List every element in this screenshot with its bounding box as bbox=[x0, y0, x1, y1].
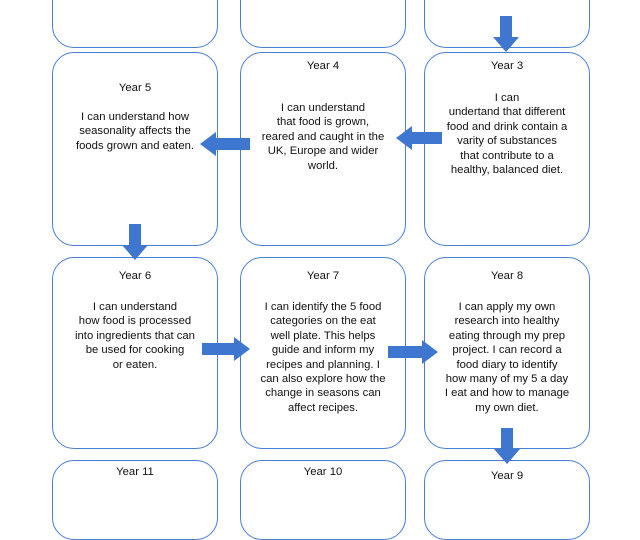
arrow-down-icon bbox=[493, 16, 519, 52]
year3-title: Year 3 bbox=[490, 60, 524, 72]
year11-title: Year 11 bbox=[116, 466, 154, 478]
year5-box: Year 5 I can understand how seasonality … bbox=[52, 52, 218, 246]
year5-title: Year 5 bbox=[118, 82, 152, 94]
arrow-right-shape bbox=[202, 337, 250, 361]
arrow-left-shape bbox=[396, 126, 442, 150]
year4-title: Year 4 bbox=[306, 60, 340, 72]
year7-box: Year 7 I can identify the 5 food categor… bbox=[240, 257, 406, 449]
year11-box: Year 11 bbox=[52, 460, 218, 540]
year8-title: Year 8 bbox=[490, 270, 524, 282]
arrow-down-icon bbox=[122, 224, 148, 260]
year10-box: Year 10 bbox=[240, 460, 406, 540]
year6-text: I can understand how food is processed i… bbox=[75, 301, 195, 371]
top-middle-box bbox=[240, 0, 406, 48]
arrow-left-shape bbox=[200, 132, 250, 156]
year4-box: Year 4 I can understand that food is gro… bbox=[240, 52, 406, 246]
arrow-right-shape bbox=[388, 340, 438, 364]
year6-box: Year 6 I can understand how food is proc… bbox=[52, 257, 218, 449]
year8-box: Year 8 I can apply my own research into … bbox=[424, 257, 590, 449]
top-left-box bbox=[52, 0, 218, 48]
year4-text: I can understand that food is grown, rea… bbox=[261, 102, 385, 172]
year3-text: I can undertand that different food and … bbox=[446, 92, 568, 177]
arrow-down-icon bbox=[494, 428, 520, 464]
arrow-down-shape bbox=[493, 16, 519, 52]
year3-box: Year 3 I can undertand that different fo… bbox=[424, 52, 590, 246]
arrow-down-shape bbox=[122, 224, 148, 260]
year10-title: Year 10 bbox=[303, 466, 343, 478]
year5-text: I can understand how seasonality affects… bbox=[75, 111, 195, 152]
arrow-right-icon bbox=[202, 337, 250, 361]
year8-text: I can apply my own research into healthy… bbox=[444, 301, 570, 414]
year9-title: Year 9 bbox=[490, 470, 524, 482]
year6-title: Year 6 bbox=[118, 270, 152, 282]
arrow-right-icon bbox=[388, 340, 438, 364]
year9-box: Year 9 bbox=[424, 460, 590, 540]
arrow-down-shape bbox=[494, 428, 520, 464]
year7-text: I can identify the 5 food categories on … bbox=[260, 301, 386, 414]
arrow-left-icon bbox=[396, 126, 442, 150]
arrow-left-icon bbox=[200, 132, 250, 156]
year7-title: Year 7 bbox=[306, 270, 340, 282]
